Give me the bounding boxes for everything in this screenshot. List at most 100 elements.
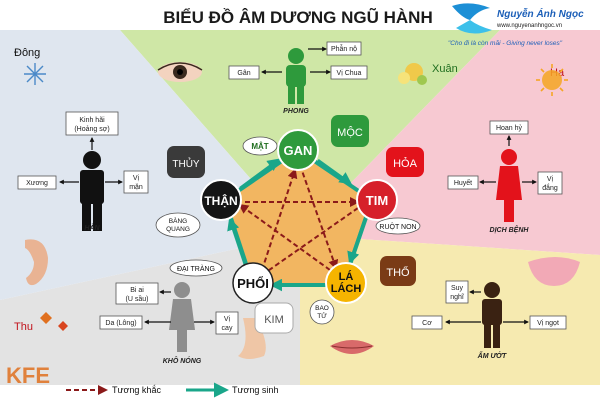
svg-text:Vị: Vị — [133, 175, 140, 182]
svg-text:THỦY: THỦY — [172, 157, 200, 170]
earth-taste-box[interactable]: Vị ngọt — [529, 315, 567, 330]
brand-url: www.nguyenanhngoc.vn — [496, 23, 562, 29]
svg-text:THẬN: THẬN — [204, 193, 237, 208]
brand-name: Nguyễn Ánh Ngọc — [497, 7, 584, 20]
water-emotion-box[interactable]: Kinh hãi (Hoảng sợ) — [65, 111, 119, 136]
svg-text:Bi ai: Bi ai — [130, 287, 144, 294]
svg-text:Vị: Vị — [547, 176, 554, 183]
sun-icon — [536, 64, 568, 96]
organ-than[interactable]: THẬN — [200, 179, 242, 221]
water-climate: HÀN — [84, 223, 100, 232]
fire-emotion-box[interactable]: Hoan hỷ — [489, 120, 529, 135]
metal-tissue-box[interactable]: Da (Lông) — [99, 315, 143, 330]
svg-text:TỬ: TỬ — [317, 311, 327, 320]
metal-figure — [169, 282, 195, 352]
diagram-title: BIỂU ĐỒ ÂM DƯƠNG NGŨ HÀNH — [163, 7, 432, 27]
svg-text:LÁCH: LÁCH — [331, 282, 362, 295]
svg-text:Vị Chua: Vị Chua — [337, 70, 362, 77]
svg-text:HỎA: HỎA — [393, 157, 418, 170]
svg-text:Cơ: Cơ — [422, 320, 432, 327]
element-hoa[interactable]: HỎA — [386, 147, 424, 177]
element-kim[interactable]: KIM — [254, 302, 294, 334]
svg-text:BÀNG: BÀNG — [169, 216, 187, 225]
earth-emotion-box[interactable]: Suy nghĩ — [445, 280, 469, 304]
svg-text:Xương: Xương — [26, 180, 48, 187]
partner-bang-quang[interactable]: BÀNG QUANG — [155, 212, 201, 238]
svg-text:Kinh hãi: Kinh hãi — [79, 117, 105, 124]
svg-text:Suy: Suy — [451, 285, 464, 292]
svg-text:KIM: KIM — [264, 314, 284, 326]
svg-text:Gân: Gân — [237, 70, 250, 77]
svg-text:MẬT: MẬT — [251, 142, 268, 151]
wood-taste-box[interactable]: Vị Chua — [330, 65, 368, 80]
svg-text:Vị: Vị — [224, 316, 231, 323]
season-thu: Thu — [14, 321, 33, 333]
svg-text:LÁ: LÁ — [339, 270, 354, 283]
season-dong: Đông — [14, 47, 40, 59]
svg-text:(U sầu): (U sầu) — [126, 294, 149, 303]
earth-climate: ẨM ƯỚT — [477, 351, 507, 360]
metal-taste-box[interactable]: Vị cay — [215, 311, 239, 335]
svg-text:Huyết: Huyết — [454, 178, 472, 187]
metal-sector — [0, 235, 300, 385]
partner-mat[interactable]: MẬT — [242, 136, 278, 156]
water-tissue-box[interactable]: Xương — [17, 175, 57, 190]
svg-text:Phẫn nộ: Phẫn nộ — [331, 44, 357, 53]
element-tho[interactable]: THỔ — [380, 256, 416, 286]
earth-figure — [482, 282, 502, 348]
kfe-logo: KFE — [6, 363, 50, 388]
earth-sector — [300, 235, 600, 385]
brand-slogan: "Cho đi là còn mãi - Giving never loses" — [448, 40, 563, 47]
svg-text:đắng: đắng — [542, 183, 558, 192]
svg-text:cay: cay — [222, 325, 233, 332]
fire-tissue-box[interactable]: Huyết — [447, 175, 479, 190]
metal-climate: KHÔ NÓNG — [163, 356, 202, 365]
svg-text:(Hoảng sợ): (Hoảng sợ) — [74, 126, 109, 133]
svg-text:BAO: BAO — [315, 305, 329, 312]
svg-text:ĐẠI TRÀNG: ĐẠI TRÀNG — [177, 264, 215, 273]
fire-climate: DỊCH BỆNH — [490, 225, 530, 234]
partner-dai-trang[interactable]: ĐẠI TRÀNG — [169, 259, 223, 277]
brand-swoosh-icon — [452, 3, 490, 20]
flower-icon — [398, 63, 427, 85]
svg-text:Vị ngọt: Vị ngọt — [537, 320, 559, 327]
legend-khac-label: Tương khắc — [112, 385, 161, 395]
metal-emotion-box[interactable]: Bi ai (U sầu) — [115, 282, 159, 305]
organ-tim[interactable]: TIM — [356, 179, 398, 221]
svg-text:nghĩ: nghĩ — [450, 294, 465, 301]
legend: Tương khắc Tương sinh — [66, 382, 278, 398]
wood-tissue-box[interactable]: Gân — [228, 65, 260, 80]
svg-text:QUANG: QUANG — [166, 226, 190, 233]
partner-bao-tu[interactable]: BAO TỬ — [309, 299, 335, 325]
brand-logo: Nguyễn Ánh Ngọc www.nguyenanhngoc.vn "Ch… — [448, 3, 584, 47]
leaves-icon — [40, 312, 68, 331]
svg-text:Hoan hỷ: Hoan hỷ — [496, 125, 523, 132]
organ-phoi[interactable]: PHỔI — [232, 262, 274, 304]
element-thuy[interactable]: THỦY — [167, 146, 205, 178]
partner-ruot-non[interactable]: RUỘT NON — [375, 217, 421, 235]
wood-figure — [286, 48, 306, 104]
organ-la-lach[interactable]: LÁ LÁCH — [325, 262, 367, 304]
khac-arrows — [238, 164, 360, 277]
ear-icon — [25, 239, 48, 286]
organ-gan[interactable]: GAN — [277, 129, 319, 171]
element-moc[interactable]: MỘC — [331, 115, 369, 147]
water-sector — [0, 30, 300, 300]
sinh-arrows — [227, 158, 368, 292]
svg-text:RUỘT NON: RUỘT NON — [379, 222, 416, 231]
svg-text:THỔ: THỔ — [386, 266, 410, 279]
snowflake-icon — [24, 63, 46, 85]
earth-tissue-box[interactable]: Cơ — [411, 315, 443, 330]
wood-climate: PHONG — [283, 108, 309, 115]
fire-taste-box[interactable]: Vị đắng — [537, 171, 563, 195]
svg-text:TIM: TIM — [366, 193, 388, 208]
tongue-icon — [528, 257, 580, 286]
season-xuan: Xuân — [432, 63, 458, 75]
water-taste-box[interactable]: Vị mặn — [123, 170, 149, 194]
svg-text:KFE: KFE — [6, 363, 50, 388]
svg-text:mặn: mặn — [129, 184, 143, 191]
wood-emotion-box[interactable]: Phẫn nộ — [326, 41, 362, 56]
eye-icon — [157, 62, 203, 82]
